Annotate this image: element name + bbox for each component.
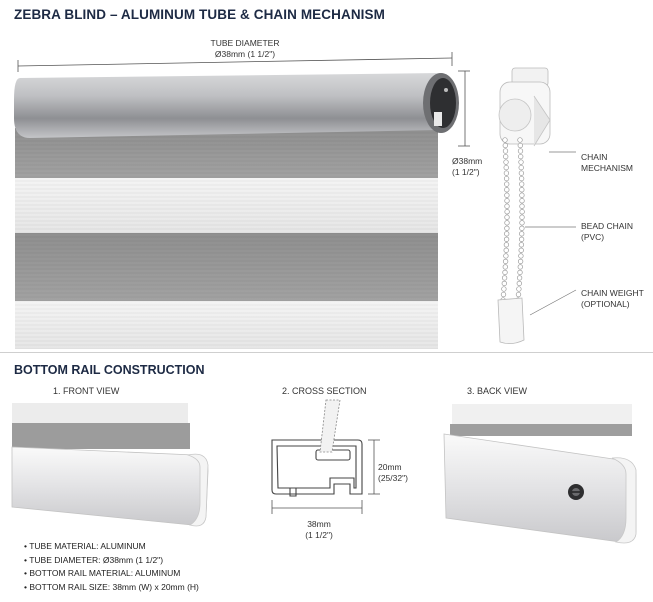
cross-section-height-dimension — [368, 439, 380, 495]
chain-weight — [497, 297, 525, 344]
section-title-bottom-rail: BOTTOM RAIL CONSTRUCTION — [14, 363, 205, 377]
cross-section-illustration — [271, 399, 380, 514]
bead-chain-label: BEAD CHAIN (PVC) — [581, 221, 633, 242]
page-title: ZEBRA BLIND – ALUMINUM TUBE & CHAIN MECH… — [14, 7, 385, 22]
spec-item: BOTTOM RAIL SIZE: 38mm (W) x 20mm (H) — [24, 581, 199, 595]
chain-mechanism — [498, 67, 551, 147]
chain-mechanism-label: CHAIN MECHANISM — [581, 152, 633, 173]
blind-illustration — [14, 52, 577, 349]
tube-diameter-dimension — [17, 52, 453, 72]
cross-section-width-label: 38mm (1 1/2") — [305, 519, 333, 540]
section-divider — [0, 352, 653, 353]
chain-weight-leader — [529, 289, 577, 316]
spec-item: BOTTOM RAIL MATERIAL: ALUMINUM — [24, 567, 199, 581]
spec-list: TUBE MATERIAL: ALUMINUM TUBE DIAMETER: Ø… — [24, 540, 199, 594]
cross-section-label: 2. CROSS SECTION — [282, 386, 367, 396]
front-view-label: 1. FRONT VIEW — [53, 386, 120, 396]
tube-side-diameter-label: Ø38mm (1 1/2") — [452, 156, 483, 177]
bead-chain — [500, 137, 525, 303]
back-view-label: 3. BACK VIEW — [467, 386, 528, 396]
front-view-illustration — [11, 403, 209, 527]
screw-icon — [568, 484, 584, 500]
aluminum-tube — [14, 73, 459, 138]
spec-item: TUBE MATERIAL: ALUMINUM — [24, 540, 199, 554]
back-view-illustration — [443, 404, 637, 544]
spec-item: TUBE DIAMETER: Ø38mm (1 1/2") — [24, 554, 199, 568]
fabric-stripes — [15, 128, 438, 349]
cross-section-height-label: 20mm (25/32") — [378, 462, 408, 483]
cross-section-width-dimension — [271, 500, 363, 514]
tube-side-dimension — [458, 70, 470, 147]
tube-diameter-label: TUBE DIAMETER Ø38mm (1 1/2") — [210, 38, 280, 59]
chain-weight-label: CHAIN WEIGHT (OPTIONAL) — [581, 288, 644, 309]
